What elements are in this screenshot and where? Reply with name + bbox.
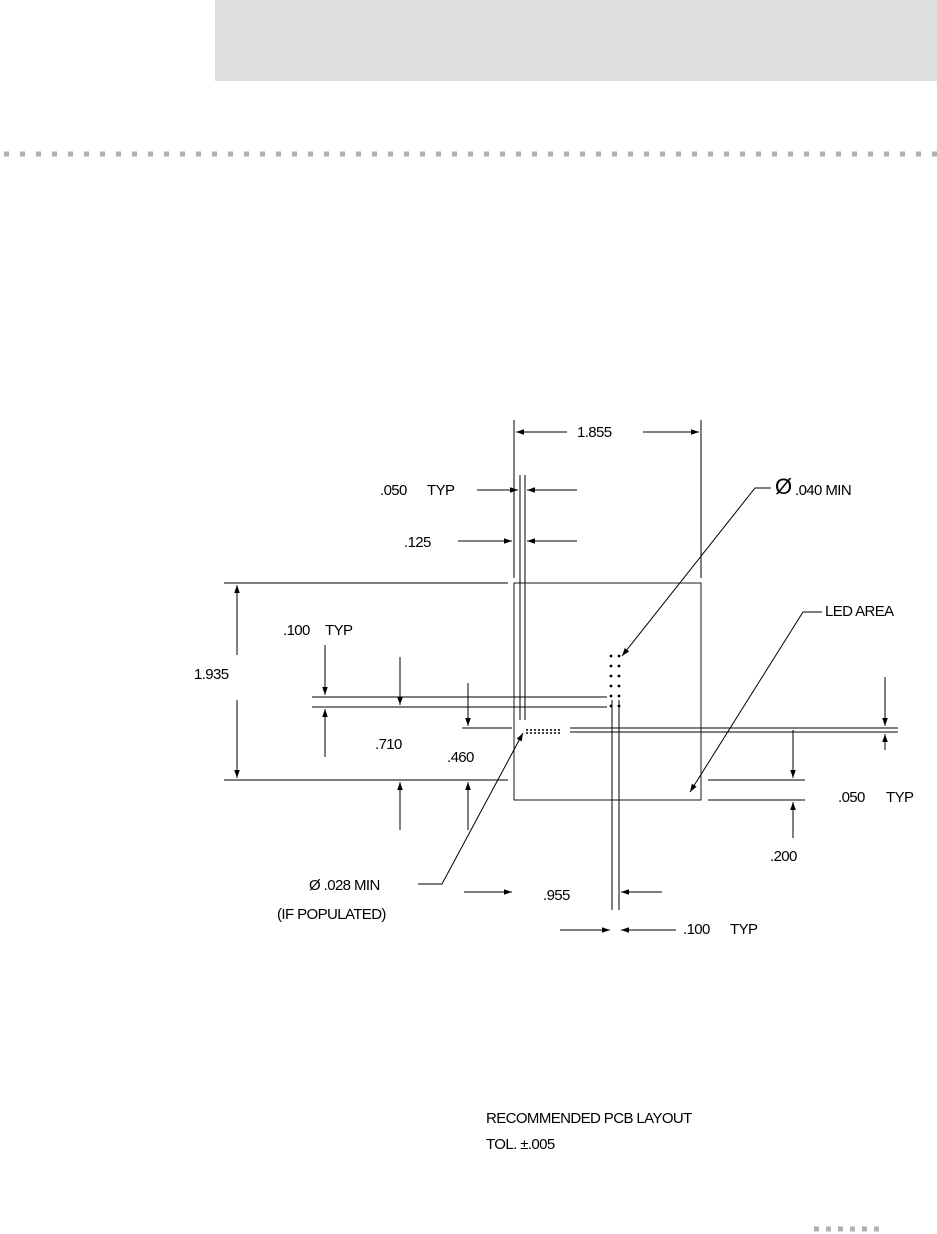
dim-050-typ-label: TYP <box>427 482 454 500</box>
tolerance-note: TOL. ±.005 <box>486 1136 555 1154</box>
leader-led-area <box>690 612 822 792</box>
dim-200-label: .200 <box>770 848 797 866</box>
dim-460-label: .460 <box>447 749 474 767</box>
small-hole <box>530 729 532 731</box>
small-hole <box>542 729 544 731</box>
dim-955-label: .955 <box>543 887 570 905</box>
led-hole <box>610 705 613 708</box>
small-hole-label: Ø .028 MIN <box>309 877 380 895</box>
small-hole <box>558 729 560 731</box>
led-hole <box>610 695 613 698</box>
board-outline <box>514 583 701 800</box>
small-hole <box>554 729 556 731</box>
small-hole <box>558 732 560 734</box>
led-hole <box>618 705 621 708</box>
led-area-label: LED AREA <box>825 603 894 621</box>
small-hole <box>554 732 556 734</box>
led-hole <box>610 685 613 688</box>
led-hole <box>610 675 613 678</box>
dim-125-label: .125 <box>404 534 431 552</box>
dim-100v-label: .100 <box>283 622 310 640</box>
small-hole-row <box>526 729 560 734</box>
layout-title: RECOMMENDED PCB LAYOUT <box>486 1110 692 1128</box>
dim-050r-typ-label: TYP <box>886 789 913 807</box>
dim-710-label: .710 <box>375 736 402 754</box>
footer-dots <box>812 1226 884 1232</box>
led-hole <box>610 665 613 668</box>
dim-1935-label: 1.935 <box>194 666 229 684</box>
led-hole-grid <box>610 655 621 708</box>
small-hole <box>530 732 532 734</box>
dim-100v-typ-label: TYP <box>325 622 352 640</box>
led-hole-symbol: Ø <box>775 478 792 496</box>
small-hole <box>550 732 552 734</box>
small-hole <box>542 732 544 734</box>
leader-led-hole <box>622 488 771 656</box>
led-hole <box>610 655 613 658</box>
small-hole <box>546 732 548 734</box>
small-hole-note: (IF POPULATED) <box>277 906 386 924</box>
small-hole <box>550 729 552 731</box>
dim-050r-label: .050 <box>838 789 865 807</box>
dim-1855-label: 1.855 <box>577 424 612 442</box>
dim-100h-label: .100 <box>683 921 710 939</box>
led-hole <box>618 695 621 698</box>
small-hole <box>538 732 540 734</box>
dim-050-label: .050 <box>380 482 407 500</box>
small-hole <box>546 729 548 731</box>
led-hole-label: .040 MIN <box>795 482 851 500</box>
led-hole <box>618 665 621 668</box>
led-hole <box>618 675 621 678</box>
small-hole <box>534 729 536 731</box>
small-hole <box>534 732 536 734</box>
dim-100h-typ-label: TYP <box>730 921 757 939</box>
led-hole <box>618 685 621 688</box>
led-hole <box>618 655 621 658</box>
small-hole <box>526 729 528 731</box>
small-hole <box>526 732 528 734</box>
small-hole <box>538 729 540 731</box>
